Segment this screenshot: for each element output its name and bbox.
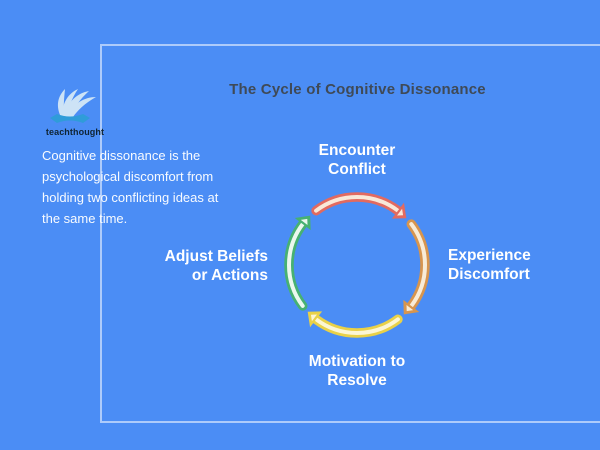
- cycle-step-label-line: Encounter: [318, 142, 396, 159]
- cycle-arrow-experience-discomfort: [403, 219, 430, 315]
- cycle-step-label-line: Adjust Beliefs: [164, 248, 268, 265]
- description-line: the same time.: [42, 211, 128, 226]
- cycle-step-encounter-conflict: Encounter Conflict: [277, 142, 437, 179]
- cycle-step-label-line: Discomfort: [448, 265, 530, 283]
- cycle-step-adjust-beliefs: Adjust Beliefs or Actions: [108, 248, 268, 285]
- cycle-arrow-encounter-conflict: [311, 192, 407, 219]
- cycle-arrow-motivation-to-resolve: [307, 311, 403, 338]
- description-line: psychological discomfort from: [42, 169, 214, 184]
- page-title: The Cycle of Cognitive Dissonance: [229, 81, 486, 98]
- logo-wordmark: teachthought: [45, 127, 105, 137]
- cycle-step-label-line: Experience: [448, 247, 531, 264]
- slide-inner-frame: [100, 44, 600, 423]
- description-line: Cognitive dissonance is the: [42, 148, 201, 163]
- description-text: Cognitive dissonance is the psychologica…: [42, 145, 252, 229]
- cycle-step-label-line: Motivation to: [308, 353, 406, 370]
- feather-wing-icon: [50, 89, 96, 123]
- cycle-step-motivation-to-resolve: Motivation to Resolve: [277, 353, 437, 390]
- cycle-arrow-adjust-beliefs: [284, 215, 311, 311]
- cycle-step-experience-discomfort: Experience Discomfort: [448, 247, 578, 284]
- description-line: holding two conflicting ideas at: [42, 190, 219, 205]
- teachthought-logo: teachthought: [40, 87, 110, 137]
- cycle-step-label-line: or Actions: [191, 266, 268, 284]
- cycle-step-label-line: Resolve: [327, 371, 387, 389]
- cycle-step-label-line: Conflict: [328, 160, 386, 178]
